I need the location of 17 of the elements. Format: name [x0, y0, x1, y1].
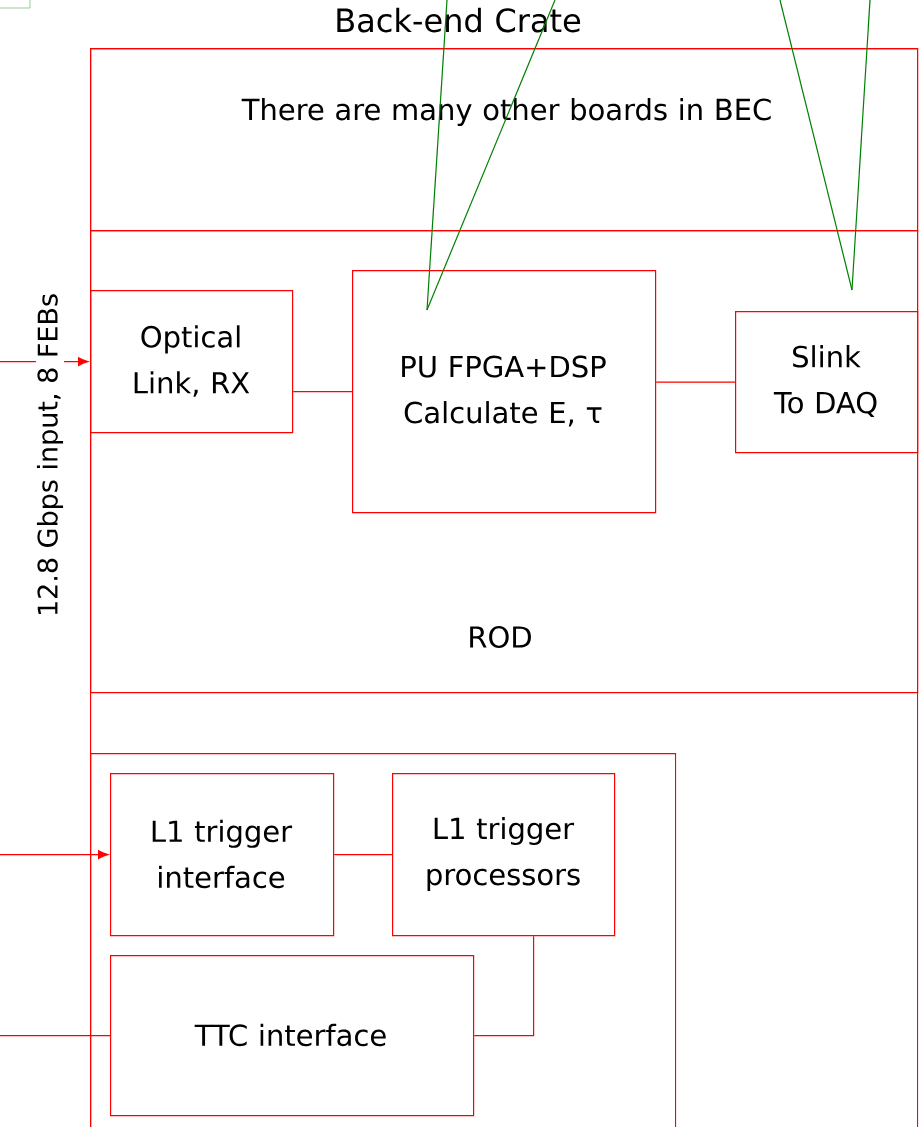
process-box: Slink To DAQ	[735, 311, 919, 454]
edge-label: 12.8 Gbps input, 8 FEBs	[35, 291, 65, 619]
leader-line	[426, 0, 448, 311]
leader-line	[851, 0, 871, 291]
group-box	[90, 753, 677, 1127]
process-box: L1 trigger interface	[110, 773, 335, 937]
process-box: PU FPGA+DSP Calculate E, τ	[352, 270, 657, 514]
connector-line	[655, 381, 736, 383]
process-box: Optical Link, RX	[90, 290, 294, 434]
process-box: TTC interface	[110, 955, 475, 1117]
arrow	[0, 850, 109, 860]
process-box: L1 trigger processors	[392, 773, 616, 937]
connector-line	[473, 935, 535, 1037]
connector-line	[0, 1035, 111, 1037]
leader-line	[426, 0, 556, 311]
connector-line	[333, 854, 393, 856]
connector-line	[292, 391, 353, 393]
